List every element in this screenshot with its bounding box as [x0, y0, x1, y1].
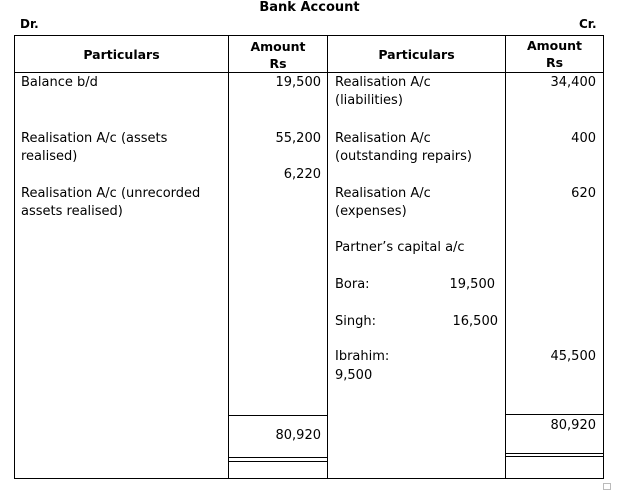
credit-row-particulars: Realisation A/c (liabilities) [335, 75, 431, 108]
partner-name: Singh: [335, 314, 376, 329]
credit-label: Cr. [579, 17, 597, 31]
credit-row-amount: 400 [571, 131, 596, 146]
credit-currency-header: Rs [545, 55, 564, 70]
debit-currency-header: Rs [269, 56, 287, 71]
debit-row-amount: 55,200 [275, 131, 322, 146]
credit-row-amount: 620 [571, 186, 596, 201]
partner-amount: 9,500 [335, 368, 373, 383]
partner-name: Bora: [335, 277, 370, 292]
debit-row-amount: 6,220 [283, 167, 321, 182]
debit-row-particulars: Realisation A/c (unrecorded assets reali… [21, 186, 201, 219]
debit-label: Dr. [20, 17, 39, 31]
partner-name: Ibrahim: [335, 349, 390, 364]
debit-row-particulars: Realisation A/c (assets realised) [21, 131, 168, 164]
credit-total: 80,920 [550, 418, 597, 433]
credit-row-particulars: Realisation A/c (outstanding repairs) [335, 131, 473, 164]
debit-row-particulars: Balance b/d [21, 75, 98, 90]
account-title: Bank Account [259, 0, 360, 15]
debit-row-amount: 19,500 [275, 75, 322, 90]
credit-amount-header: Amount [526, 38, 583, 53]
credit-row-amount: 45,500 [550, 349, 597, 364]
credit-row-particulars: Realisation A/c (expenses) [335, 186, 431, 219]
debit-amount-header: Amount [250, 39, 306, 54]
credit-row-particulars: Partner’s capital a/c [335, 240, 465, 255]
partner-amount: 16,500 [452, 314, 499, 329]
debit-particulars-header: Particulars [83, 47, 160, 62]
credit-particulars-header: Particulars [378, 47, 455, 62]
credit-row-amount: 34,400 [550, 75, 597, 90]
partner-amount: 19,500 [449, 277, 496, 292]
debit-total: 80,920 [275, 428, 322, 443]
